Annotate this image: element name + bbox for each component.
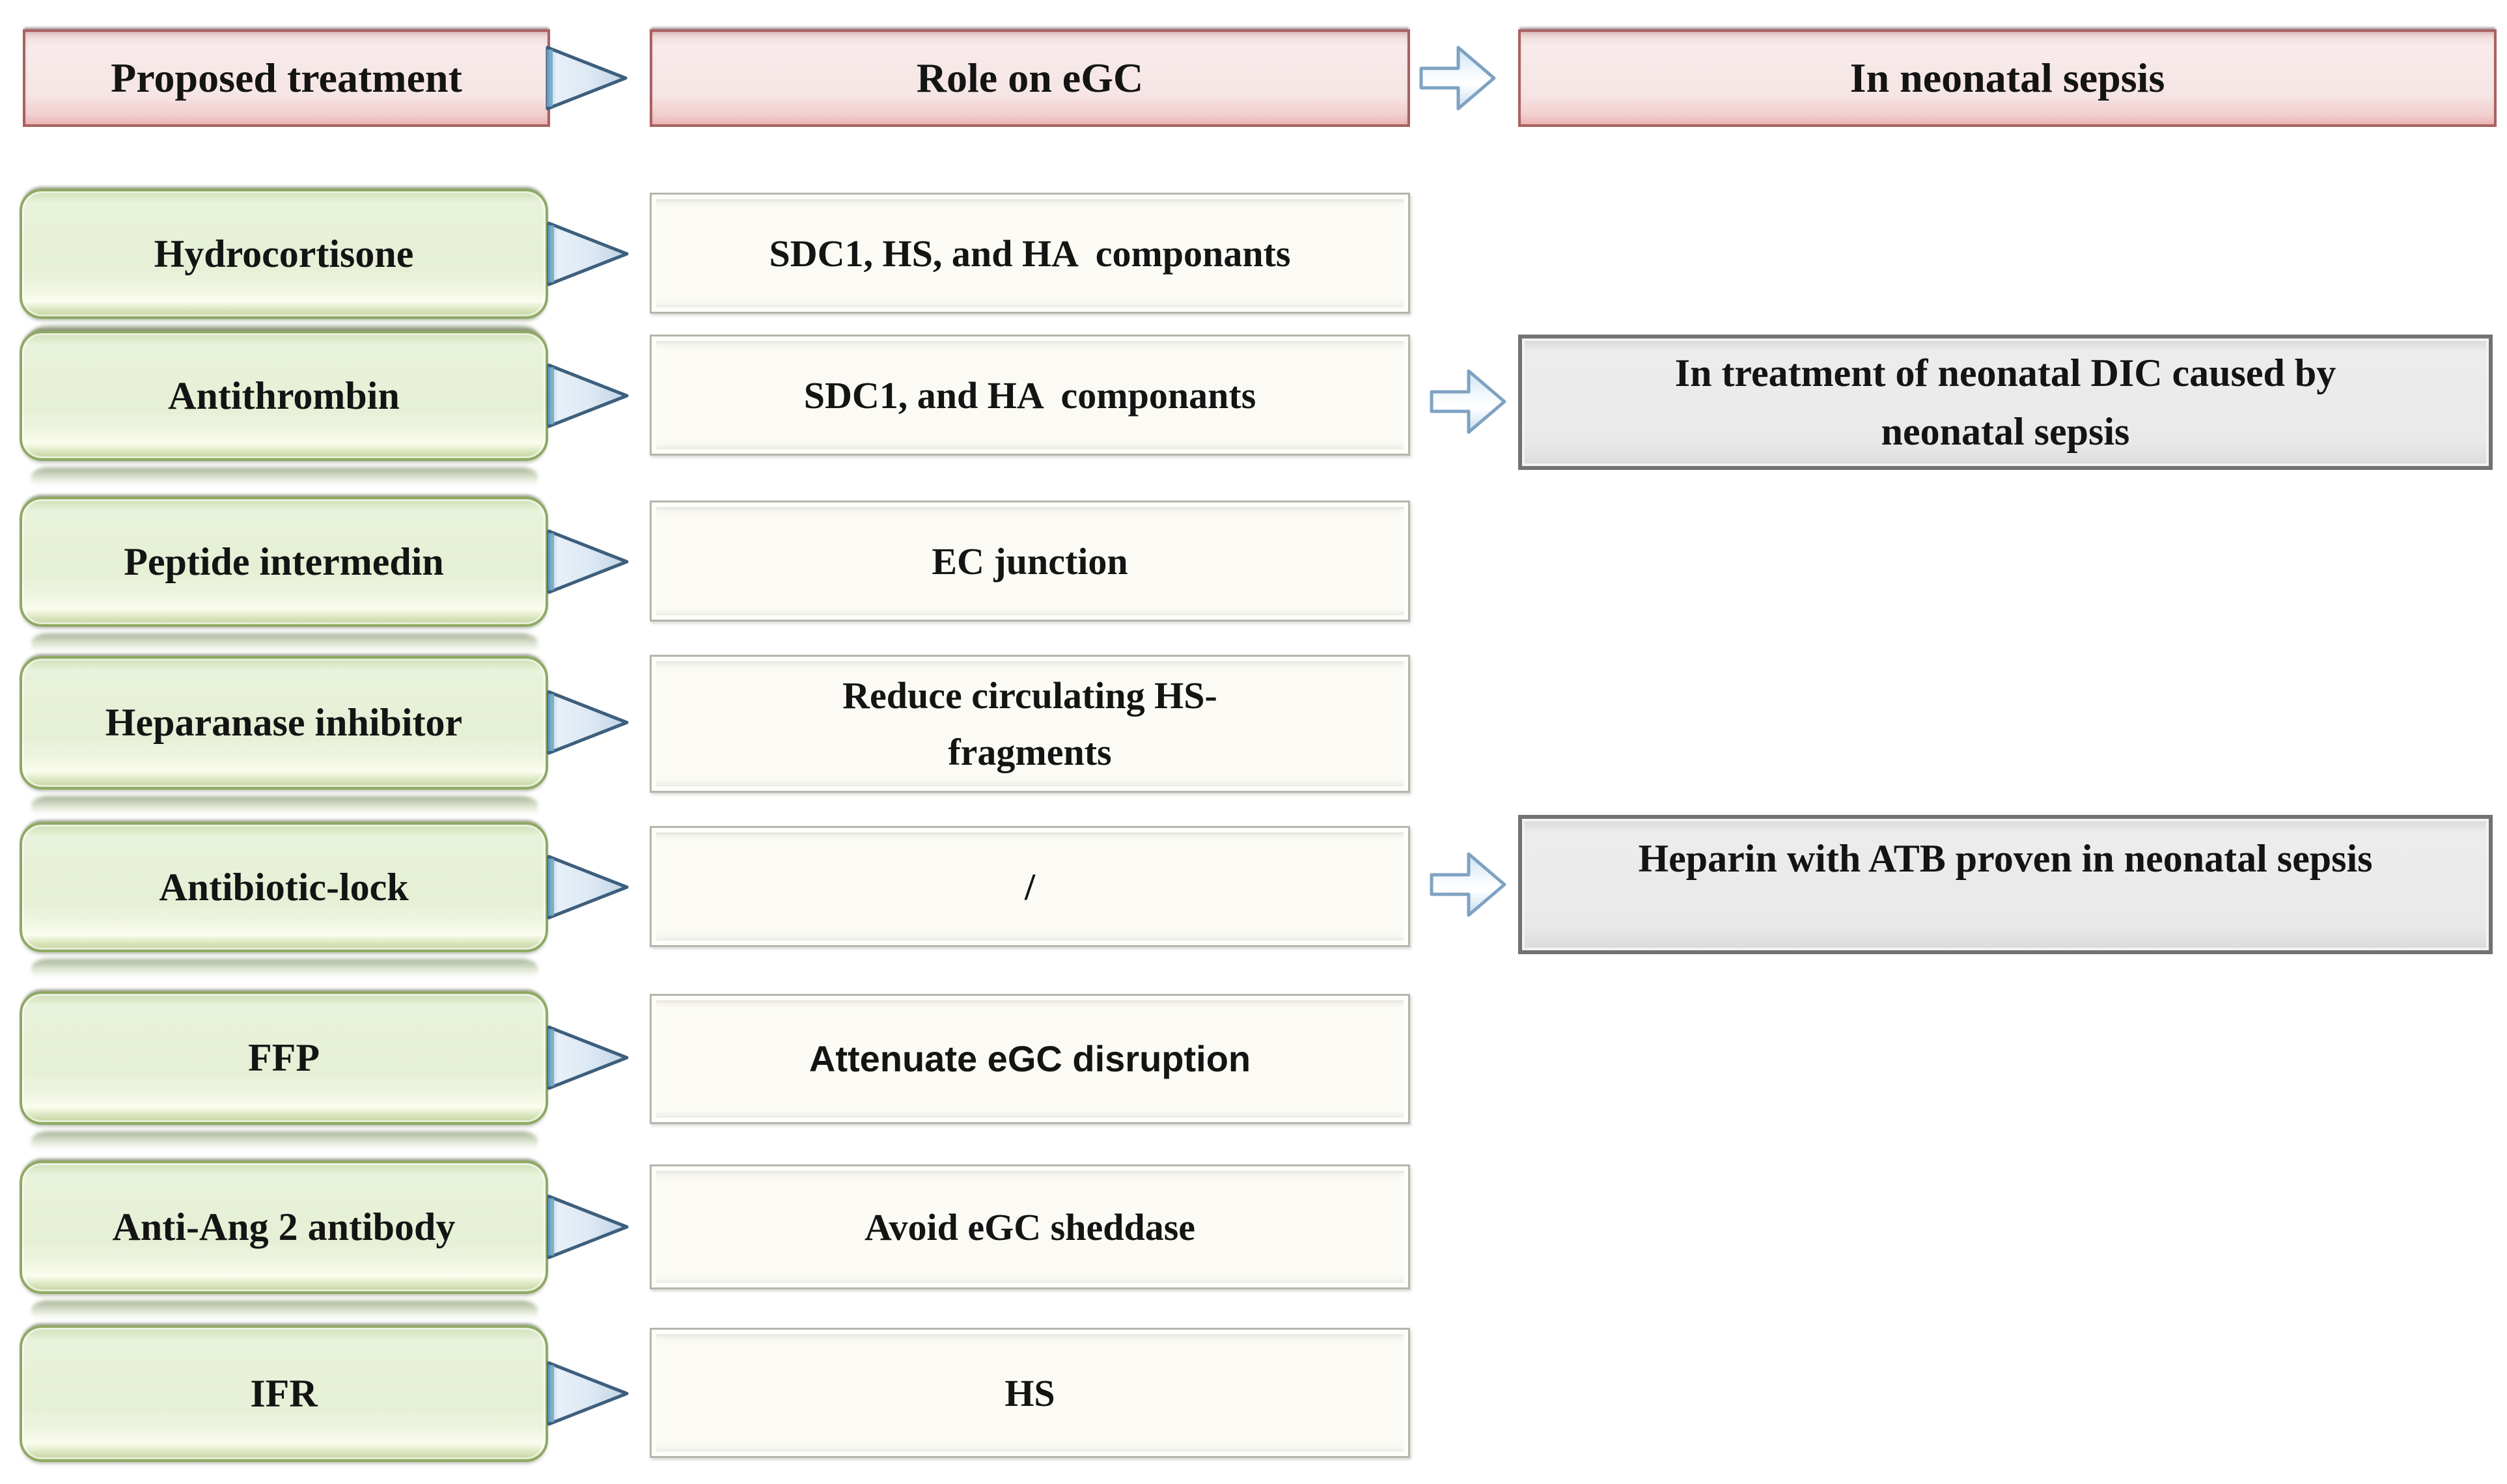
treatment-label: Antithrombin	[168, 374, 400, 417]
treatment-box-reflection	[31, 467, 538, 489]
treatment-box-ifr: IFR	[20, 1325, 548, 1462]
role-box: Attenuate eGC disruption	[650, 994, 1410, 1124]
outcome-label: In treatment of neonatal DIC caused by n…	[1674, 351, 2336, 453]
role-label: SDC1, and HA componants	[803, 374, 1256, 417]
treatment-box-hydrocortisone: Hydrocortisone	[20, 189, 548, 319]
triangle-right-arrow-icon	[546, 46, 628, 111]
treatment-box-ffp: FFP	[20, 991, 548, 1125]
treatment-label: Hydrocortisone	[154, 232, 414, 275]
triangle-right-arrow-icon	[547, 855, 629, 920]
role-box: Avoid eGC sheddase	[650, 1164, 1410, 1289]
header-proposed-treatment-label: Proposed treatment	[111, 55, 462, 101]
treatment-label: IFR	[250, 1371, 318, 1415]
treatment-box-reflection	[31, 959, 538, 981]
role-label: EC junction	[932, 540, 1128, 583]
outcome-box-heparin: Heparin with ATB proven in neonatal seps…	[1518, 815, 2493, 954]
role-box: /	[650, 826, 1410, 947]
role-label: Attenuate eGC disruption	[809, 1038, 1251, 1079]
triangle-right-arrow-icon	[547, 221, 629, 286]
role-box: EC junction	[650, 501, 1410, 622]
block-right-arrow-icon	[1430, 852, 1506, 917]
role-label: Reduce circulating HS- fragments	[842, 674, 1217, 773]
treatment-box-reflection	[31, 1300, 538, 1323]
treatment-label: Heparanase inhibitor	[105, 701, 463, 744]
header-proposed-treatment: Proposed treatment	[23, 29, 550, 127]
header-in-neonatal-sepsis: In neonatal sepsis	[1518, 29, 2497, 127]
role-box: SDC1, HS, and HA componants	[650, 193, 1410, 314]
role-label: HS	[1004, 1371, 1055, 1414]
role-box: Reduce circulating HS- fragments	[650, 655, 1410, 793]
triangle-right-arrow-icon	[547, 1361, 629, 1426]
treatment-label: Antibiotic-lock	[159, 865, 409, 909]
header-in-neonatal-sepsis-label: In neonatal sepsis	[1849, 55, 2165, 101]
treatment-box-heparanase-inhibitor: Heparanase inhibitor	[20, 656, 548, 790]
treatment-label: FFP	[248, 1036, 320, 1079]
block-right-arrow-icon	[1419, 46, 1496, 111]
treatment-box-reflection	[31, 633, 538, 655]
triangle-right-arrow-icon	[547, 1025, 629, 1090]
triangle-right-arrow-icon	[547, 529, 629, 594]
treatment-box-antithrombin: Antithrombin	[20, 331, 548, 461]
treatment-label: Peptide intermedin	[124, 540, 444, 583]
treatment-box-peptide-intermedin: Peptide intermedin	[20, 497, 548, 627]
treatment-box-antibiotic-lock: Antibiotic-lock	[20, 822, 548, 952]
block-right-arrow-icon	[1430, 369, 1506, 434]
role-box: SDC1, and HA componants	[650, 335, 1410, 456]
outcome-label: Heparin with ATB proven in neonatal seps…	[1638, 837, 2373, 880]
treatment-box-reflection	[31, 796, 538, 818]
role-box: HS	[650, 1328, 1410, 1458]
header-role-on-egc-label: Role on eGC	[916, 55, 1144, 101]
header-role-on-egc: Role on eGC	[650, 29, 1410, 127]
role-label: Avoid eGC sheddase	[864, 1205, 1196, 1248]
triangle-right-arrow-icon	[547, 690, 629, 755]
triangle-right-arrow-icon	[547, 1194, 629, 1259]
treatment-label: Anti-Ang 2 antibody	[112, 1205, 456, 1248]
role-label: SDC1, HS, and HA componants	[769, 232, 1291, 275]
treatment-box-reflection	[31, 1131, 538, 1153]
treatment-box-anti-ang2-antibody: Anti-Ang 2 antibody	[20, 1161, 548, 1294]
role-label: /	[1024, 865, 1036, 908]
triangle-right-arrow-icon	[547, 363, 629, 428]
outcome-box-dic: In treatment of neonatal DIC caused by n…	[1518, 335, 2493, 470]
